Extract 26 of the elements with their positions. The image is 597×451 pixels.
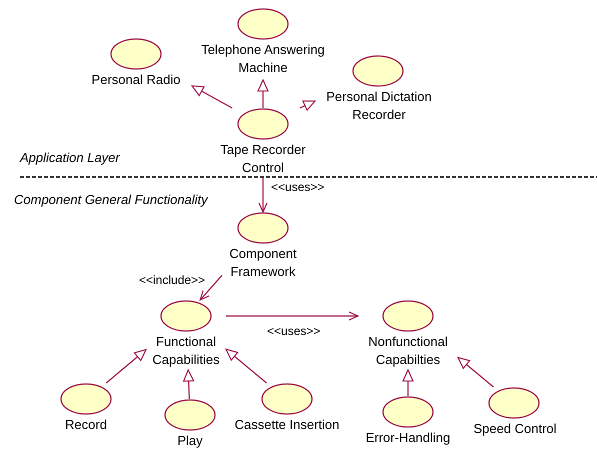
generalization-arrow bbox=[300, 100, 316, 111]
layer-label: Application Layer bbox=[20, 150, 120, 165]
dependency-arrow bbox=[226, 311, 359, 321]
generalization-arrow bbox=[257, 79, 269, 108]
use-case-label: Component Framework bbox=[228, 245, 298, 281]
use-case-label: Error-Handling bbox=[364, 429, 452, 447]
dependency-arrow bbox=[258, 178, 268, 213]
generalization-arrow bbox=[183, 369, 194, 400]
use-case-label: Telephone Answering Machine bbox=[200, 41, 326, 77]
use-case-label: Cassette Insertion bbox=[234, 416, 340, 434]
use-case-label: Personal Dictation Recorder bbox=[325, 88, 433, 124]
generalization-arrow bbox=[457, 356, 494, 388]
layer-label: Component General Functionality bbox=[14, 192, 208, 207]
generalization-arrow bbox=[225, 348, 267, 384]
use-case-label: Speed Control bbox=[472, 420, 558, 438]
use-case-label: Personal Radio bbox=[90, 71, 182, 89]
use-case-label: Nonfunctional Capabilties bbox=[367, 333, 449, 369]
use-case-label: Functional Capabilities bbox=[151, 333, 221, 369]
use-case-label: Tape Recorder Control bbox=[219, 141, 307, 177]
use-case-label: Record bbox=[64, 416, 108, 434]
generalization-arrow bbox=[402, 369, 414, 396]
dependency-arrow bbox=[200, 274, 222, 301]
generalization-arrow bbox=[106, 349, 147, 384]
generalization-arrow bbox=[191, 85, 232, 109]
edge-label: <<include>> bbox=[138, 273, 206, 287]
use-case-label: Play bbox=[176, 432, 204, 450]
